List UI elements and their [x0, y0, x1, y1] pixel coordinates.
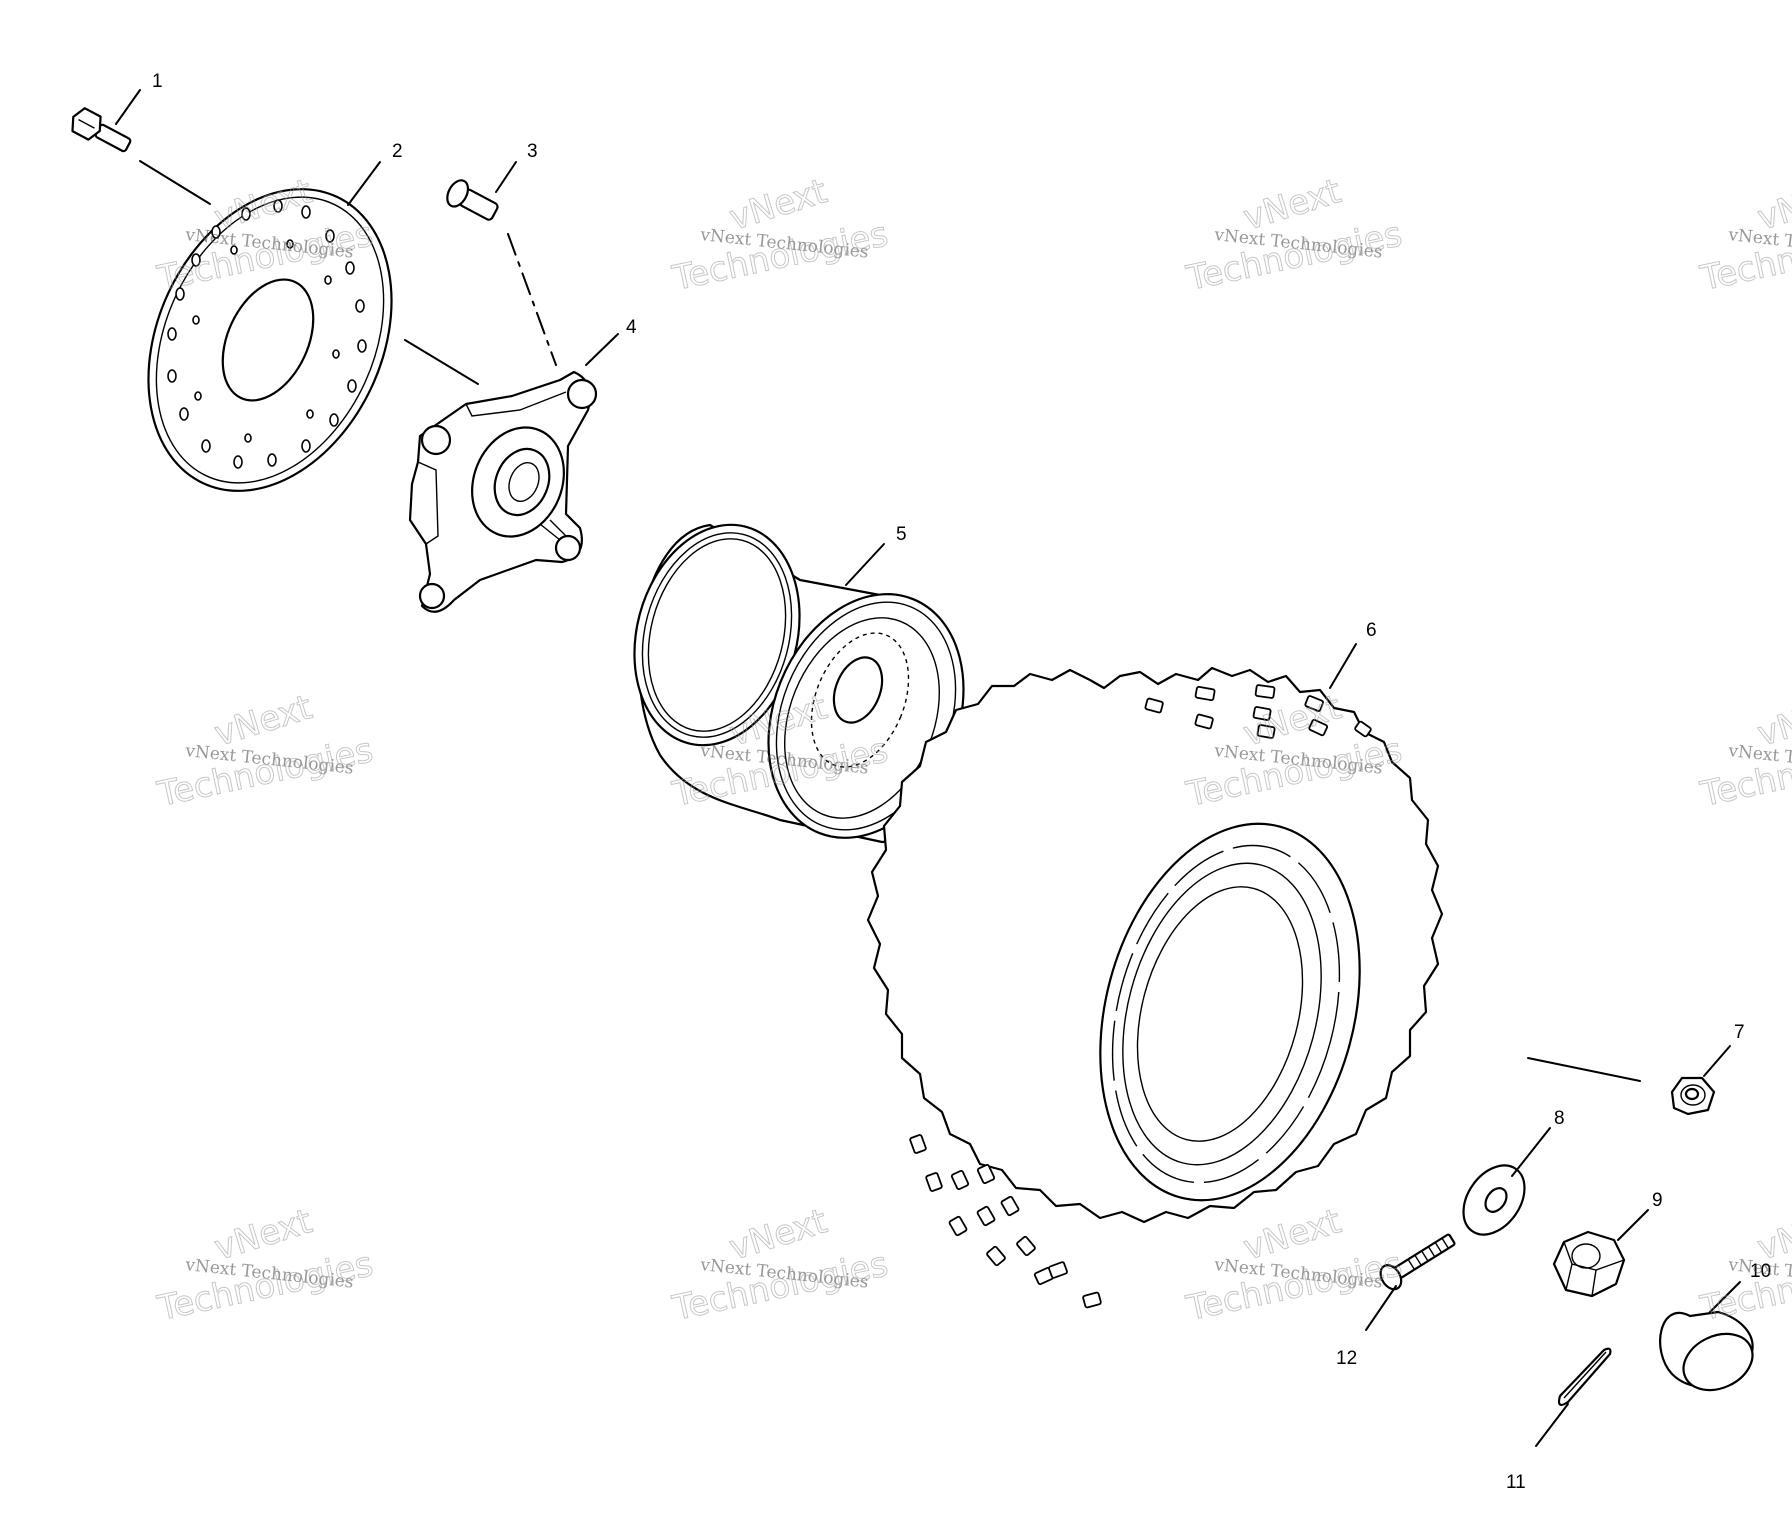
- callout-1: 1: [152, 71, 163, 92]
- callout-12: 12: [1336, 1348, 1357, 1369]
- assembly-lines: [139, 160, 1641, 1082]
- part-2-brake-disc: [147, 188, 393, 492]
- part-8-washer: [1462, 1164, 1526, 1236]
- watermark: vNext vNext Technologies Technologies: [1696, 171, 1792, 300]
- watermark: vNext vNext Technologies Technologies: [668, 1201, 892, 1330]
- part-1-bolt: [71, 107, 132, 153]
- part-11-cotter-pin: [1557, 1347, 1612, 1406]
- tire-tread-lugs: [909, 684, 1372, 1309]
- callout-6: 6: [1366, 620, 1377, 641]
- watermark: vNext vNext Technologies Technologies: [1182, 1201, 1406, 1330]
- watermark: vNext vNext Technologies Technologies: [1696, 1201, 1792, 1330]
- callout-8: 8: [1554, 1108, 1565, 1129]
- disc-holes: [167, 199, 367, 469]
- callout-10: 10: [1750, 1261, 1771, 1282]
- callout-9: 9: [1652, 1190, 1663, 1211]
- watermark: vNext vNext Technologies Technologies: [668, 171, 892, 300]
- callout-4: 4: [626, 317, 637, 338]
- part-4-hub: [408, 370, 598, 613]
- watermark: vNext vNext Technologies Technologies: [1182, 171, 1406, 300]
- part-3-stud: [446, 179, 499, 221]
- part-7-nut: [1670, 1076, 1716, 1116]
- part-10-hub-cap: [1659, 1310, 1754, 1392]
- watermark: vNext vNext Technologies Technologies: [1696, 687, 1792, 816]
- callout-3: 3: [527, 141, 538, 162]
- callout-numbers: 1 2 3 4 5 6 7 8 9 10 11 12: [152, 71, 1771, 1493]
- callout-2: 2: [392, 141, 403, 162]
- part-12-bolt: [1379, 1233, 1456, 1291]
- watermark: vNext vNext Technologies Technologies: [153, 1201, 377, 1330]
- callout-leaders: [115, 89, 1741, 1447]
- callout-7: 7: [1734, 1022, 1745, 1043]
- callout-11: 11: [1506, 1472, 1526, 1493]
- part-6-tire: [866, 666, 1444, 1309]
- part-9-castle-nut: [1552, 1230, 1626, 1298]
- callout-5: 5: [896, 524, 907, 545]
- watermark: vNext vNext Technologies Technologies: [153, 687, 377, 816]
